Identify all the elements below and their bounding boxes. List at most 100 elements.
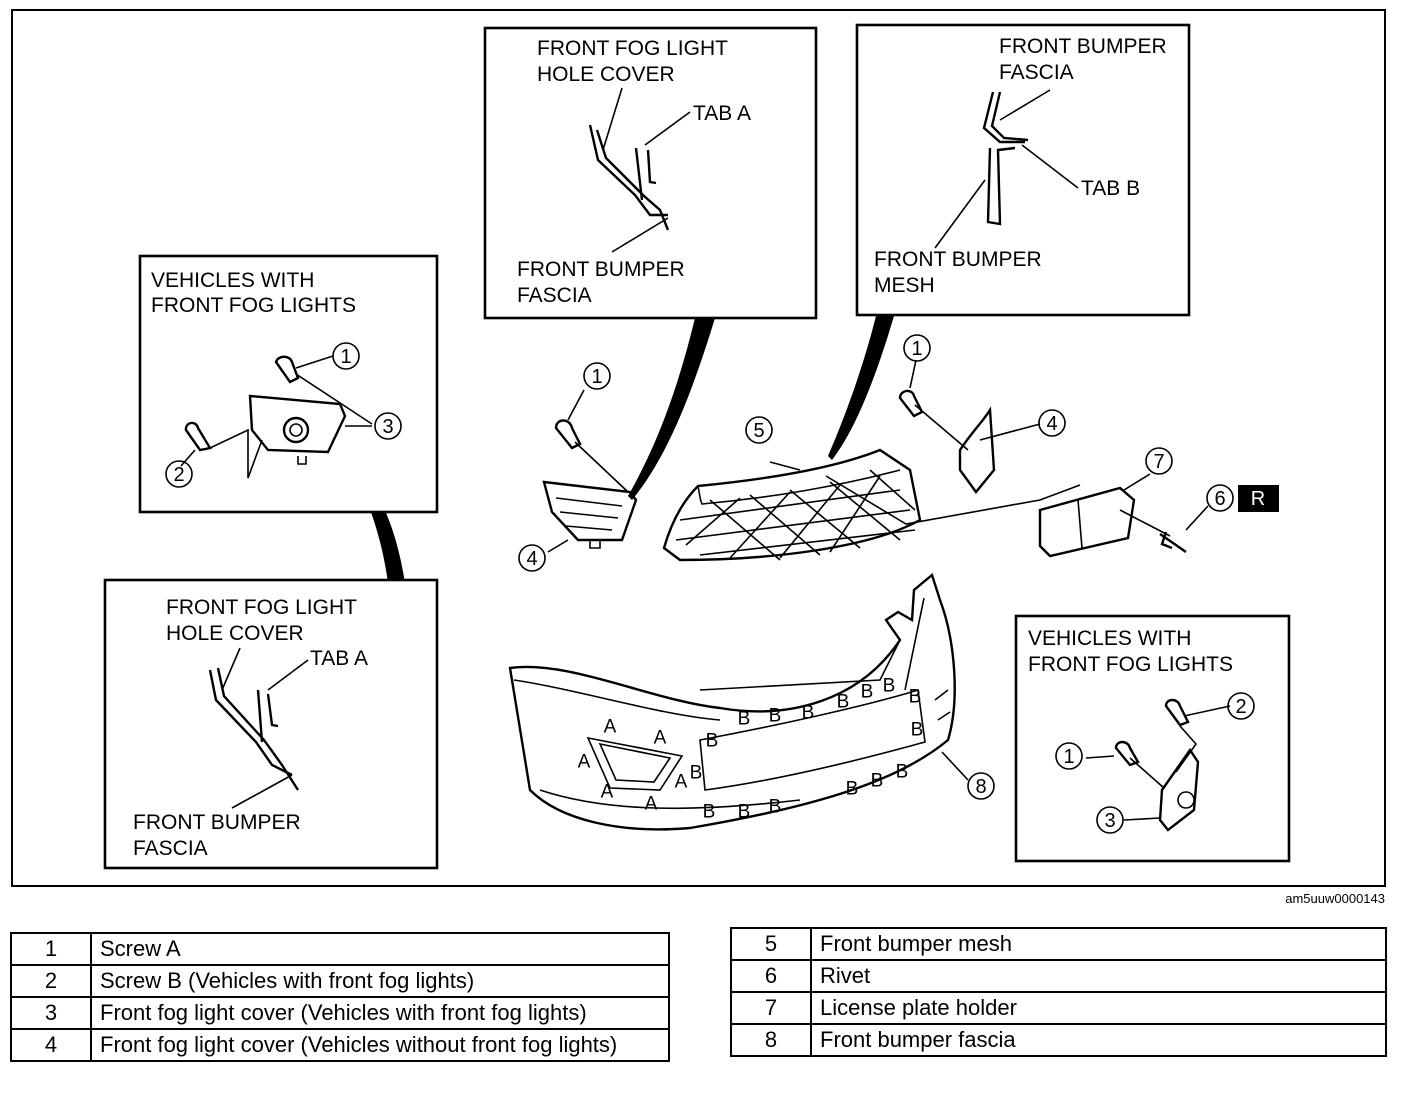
svg-text:FRONT BUMPER: FRONT BUMPER (133, 811, 301, 834)
callout-pointer (340, 448, 405, 583)
svg-text:FASCIA: FASCIA (999, 61, 1074, 84)
svg-text:TAB A: TAB A (310, 647, 368, 670)
part-number: 3 (1104, 810, 1115, 832)
legend-desc: Front bumper mesh (810, 927, 1387, 961)
clip-b-marker: B (703, 802, 716, 823)
callout-label: FASCIA (133, 837, 208, 860)
clip-b-marker: B (837, 692, 850, 713)
svg-text:FRONT FOG LIGHT: FRONT FOG LIGHT (537, 37, 728, 60)
callout-label: VEHICLES WITH (1028, 627, 1191, 650)
callout-label: MESH (874, 274, 935, 297)
clip-b-marker: B (883, 676, 896, 697)
license-plate-holder (1038, 473, 1209, 558)
clip-b-marker: B (909, 687, 922, 708)
front-bumper-mesh (662, 448, 1081, 562)
callout-fog-lights-left: VEHICLES WITH FRONT FOG LIGHTS (138, 254, 439, 514)
clip-markers: A A A A A A B B B B B B B B B B B B B B … (578, 676, 924, 823)
svg-text:FRONT BUMPER: FRONT BUMPER (874, 248, 1042, 271)
svg-text:VEHICLES WITH: VEHICLES WITH (1028, 627, 1191, 650)
part-number: 5 (753, 420, 764, 442)
legend-num: 5 (730, 927, 812, 961)
callout-label: HOLE COVER (537, 63, 675, 86)
part-number-marker: 1 (583, 362, 611, 390)
svg-text:VEHICLES WITH: VEHICLES WITH (151, 269, 314, 292)
part-number-marker: 2 (1227, 692, 1255, 720)
part-number: 4 (1046, 413, 1057, 435)
callout-label: FRONT FOG LIGHT (166, 596, 357, 619)
part-number: 1 (340, 346, 351, 368)
part-number-marker: 5 (745, 416, 773, 444)
clip-a-marker: A (601, 782, 614, 803)
clip-b-marker: B (706, 731, 719, 752)
tab-b-label: TAB B (1081, 177, 1140, 200)
clip-a-marker: A (604, 717, 617, 738)
part-number: 1 (1063, 746, 1074, 768)
legend-num: 3 (10, 996, 92, 1030)
clip-b-marker: B (769, 706, 782, 727)
legend-num: 1 (10, 932, 92, 966)
svg-text:HOLE COVER: HOLE COVER (537, 63, 675, 86)
clip-b-marker: B (690, 763, 703, 784)
part-number-marker: 4 (1038, 409, 1066, 437)
part-number: 2 (1235, 696, 1246, 718)
callout-label: FASCIA (517, 284, 592, 307)
legend-num: 7 (730, 991, 812, 1025)
callout-label: FRONT BUMPER (517, 258, 685, 281)
tab-a-label: TAB A (310, 647, 368, 670)
clip-b-marker: B (769, 797, 782, 818)
legend-desc: License plate holder (810, 991, 1387, 1025)
svg-text:HOLE COVER: HOLE COVER (166, 622, 304, 645)
fog-light-cover-right (898, 359, 1041, 494)
callout-pointer (828, 316, 894, 460)
svg-text:FRONT FOG LIGHTS: FRONT FOG LIGHTS (151, 294, 356, 317)
legend-num: 2 (10, 964, 92, 998)
clip-b-marker: B (911, 720, 924, 741)
callout-label: FRONT BUMPER (133, 811, 301, 834)
part-number-marker: 3 (374, 412, 402, 440)
clip-b-marker: B (871, 771, 884, 792)
callout-bumper-mesh-tab-b: FRONT BUMPER FASCIA TAB B FRONT BUMPER M… (855, 23, 1191, 317)
svg-text:FRONT FOG LIGHTS: FRONT FOG LIGHTS (1028, 653, 1233, 676)
part-number: 1 (591, 366, 602, 388)
clip-a-marker: A (675, 772, 688, 793)
callout-label: FRONT FOG LIGHTS (151, 294, 356, 317)
svg-text:FRONT BUMPER: FRONT BUMPER (517, 258, 685, 281)
clip-b-marker: B (738, 802, 751, 823)
part-number: 6 (1214, 488, 1225, 510)
part-number-marker: 2 (165, 460, 193, 488)
callout-label: FRONT BUMPER (999, 35, 1167, 58)
legend-desc: Front fog light cover (Vehicles without … (90, 1028, 670, 1062)
part-number-markers: 1 3 2 1 4 5 1 4 7 6 8 2 1 3 (165, 334, 1255, 834)
callout-pointer (628, 318, 715, 500)
svg-text:TAB B: TAB B (1081, 177, 1140, 200)
image-id: am5uuw0000143 (1285, 891, 1385, 906)
svg-text:FASCIA: FASCIA (517, 284, 592, 307)
svg-text:FRONT FOG LIGHT: FRONT FOG LIGHT (166, 596, 357, 619)
svg-text:FASCIA: FASCIA (133, 837, 208, 860)
part-number-marker: 8 (967, 772, 995, 800)
callout-label: VEHICLES WITH (151, 269, 314, 292)
legend-num: 6 (730, 959, 812, 993)
legend-desc: Screw A (90, 932, 670, 966)
part-number: 4 (526, 548, 537, 570)
callout-fog-hole-cover-bottom: FRONT FOG LIGHT HOLE COVER TAB A FRONT B… (103, 578, 439, 870)
part-number: 2 (173, 464, 184, 486)
callout-label: HOLE COVER (166, 622, 304, 645)
clip-b-marker: B (861, 682, 874, 703)
callout-label: FASCIA (999, 61, 1074, 84)
part-number: 3 (382, 416, 393, 438)
clip-b-marker: B (802, 703, 815, 724)
part-number: 7 (1153, 451, 1164, 473)
replace-badge: R (1238, 485, 1279, 512)
svg-text:MESH: MESH (874, 274, 935, 297)
tab-a-label: TAB A (693, 102, 751, 125)
